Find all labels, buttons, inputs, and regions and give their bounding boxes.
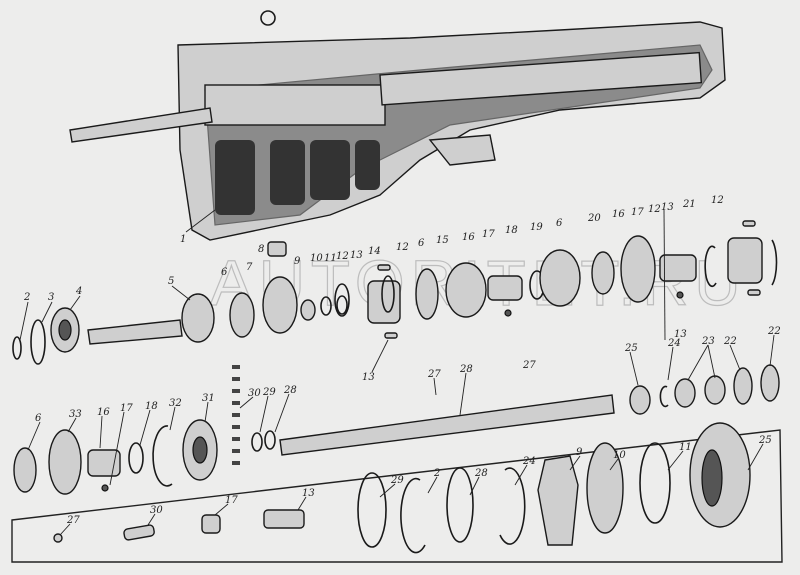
part-label: 17 <box>631 207 644 218</box>
part-label: 11 <box>324 253 337 264</box>
part-label: 9 <box>576 447 583 458</box>
part-label: 24 <box>667 338 681 349</box>
part-labels: 1 8 2 3 4 5 6 7 9 10 11 12 13 14 12 6 15… <box>23 195 781 526</box>
part-label: 28 <box>283 385 297 396</box>
part-label: 13 <box>674 329 687 340</box>
part-label: 29 <box>390 475 404 486</box>
part-label: 12 <box>711 195 724 206</box>
plug-part <box>267 241 287 257</box>
part-label: 30 <box>150 505 163 516</box>
part-label: 6 <box>221 267 228 278</box>
part-label: 17 <box>225 495 238 506</box>
part-label: 6 <box>418 238 425 249</box>
part-label: 18 <box>145 401 158 412</box>
part-label: 27 <box>522 360 536 371</box>
part-label: 29 <box>262 387 276 398</box>
part-label: 2 <box>433 468 440 479</box>
part-label: 5 <box>168 276 174 287</box>
part-label: 16 <box>612 209 625 220</box>
part-label: 23 <box>701 336 715 347</box>
part-label: 6 <box>556 218 563 229</box>
output-shaft <box>279 364 780 456</box>
part-label: 19 <box>530 222 543 233</box>
part-label: 6 <box>35 413 42 424</box>
part-label: 17 <box>120 403 133 414</box>
part-label: 10 <box>310 253 323 264</box>
countershaft-row <box>13 365 276 495</box>
part-label: 7 <box>246 262 253 273</box>
part-label: 25 <box>624 343 638 354</box>
part-label: 28 <box>459 364 473 375</box>
part-label: 20 <box>587 213 601 224</box>
part-label: 17 <box>482 229 495 240</box>
part-label: 13 <box>302 488 315 499</box>
part-label: 22 <box>723 336 737 347</box>
part-label: 13 <box>362 372 375 383</box>
part-label: 31 <box>202 393 215 404</box>
part-label: 28 <box>474 468 488 479</box>
part-label: 3 <box>48 292 54 303</box>
part-label: 18 <box>505 225 518 236</box>
part-label: 1 <box>180 234 186 245</box>
part-label: 16 <box>97 407 110 418</box>
part-label: 32 <box>169 398 182 409</box>
part-label: 25 <box>758 435 772 446</box>
part-label: 12 <box>336 251 349 262</box>
part-label: 33 <box>69 409 82 420</box>
leader-lines <box>19 209 775 536</box>
part-label: 8 <box>258 244 264 255</box>
part-label: 13 <box>661 202 674 213</box>
part-label: 10 <box>613 450 626 461</box>
part-label: 4 <box>75 286 82 297</box>
part-label: 30 <box>248 388 261 399</box>
part-label: 11 <box>679 442 692 453</box>
part-label: 16 <box>462 232 475 243</box>
part-label: 15 <box>436 235 449 246</box>
part-label: 27 <box>427 369 441 380</box>
part-label: 21 <box>682 199 696 210</box>
main-shaft-row <box>12 220 778 365</box>
part-label: 12 <box>648 204 661 215</box>
part-label: 2 <box>23 292 30 303</box>
detail-panel <box>11 422 783 563</box>
part-label: 12 <box>396 242 409 253</box>
gearbox-housing <box>69 10 726 241</box>
part-label: 24 <box>522 456 536 467</box>
part-label: 13 <box>350 250 363 261</box>
part-label: 9 <box>294 256 301 267</box>
part-label: 14 <box>368 246 381 257</box>
part-label: 27 <box>66 515 80 526</box>
part-label: 22 <box>767 326 781 337</box>
